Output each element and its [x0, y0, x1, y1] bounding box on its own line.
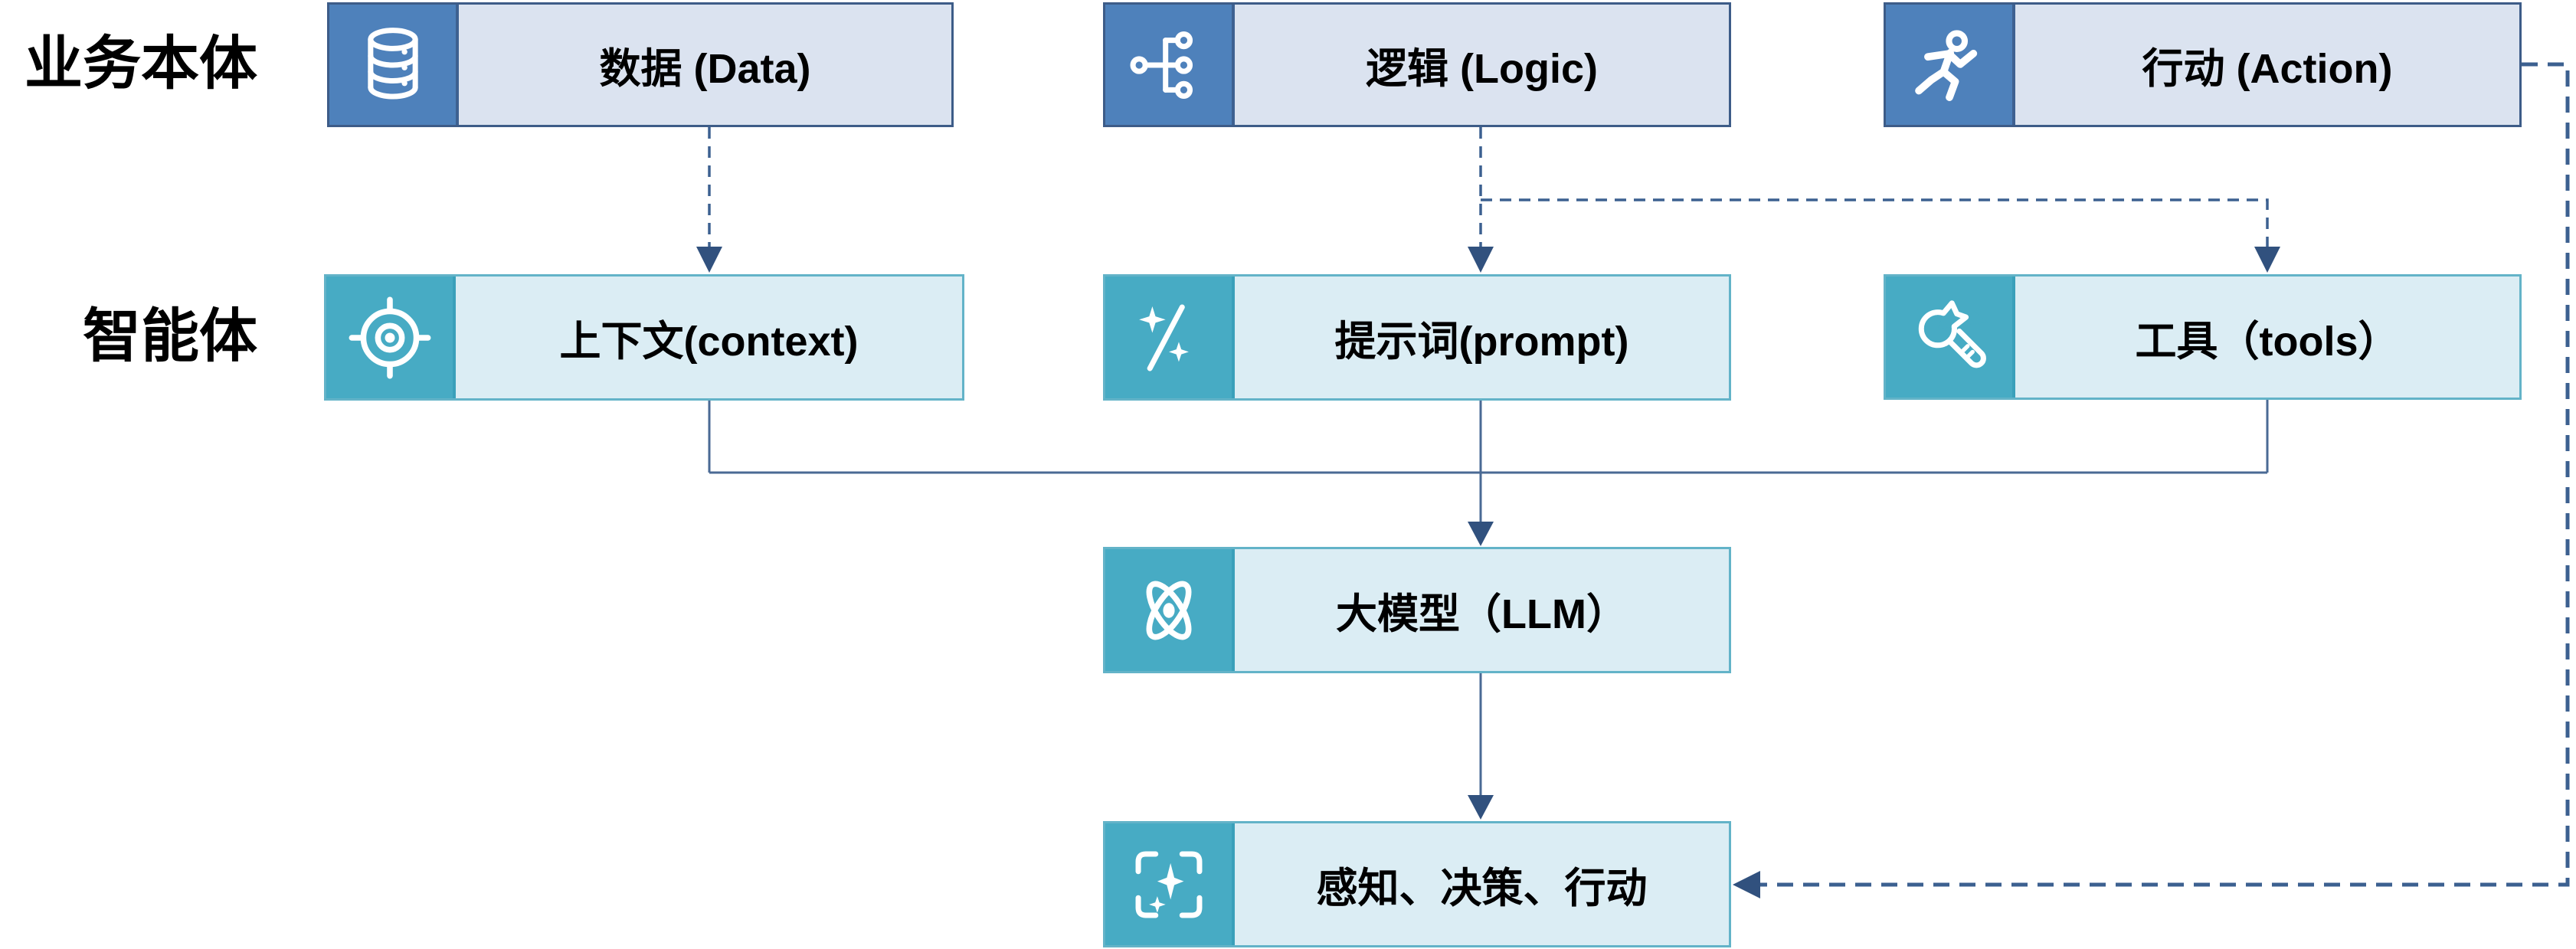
- box-prompt: 提示词(prompt): [1103, 274, 1731, 401]
- atom-icon: [1105, 549, 1235, 671]
- box-logic: 逻辑 (Logic): [1103, 2, 1731, 127]
- target-icon: [326, 277, 456, 398]
- logic-box-label: 逻辑 (Logic): [1366, 46, 1598, 92]
- wrench-icon: [1886, 277, 2015, 398]
- connector-data-to-context: [696, 127, 722, 273]
- connector-action-feedback-loop: [1733, 62, 2570, 898]
- box-outcome: 感知、决策、行动: [1103, 821, 1731, 947]
- sparkle-frame-icon: [1105, 823, 1235, 945]
- box-tools: 工具（tools）: [1884, 274, 2522, 400]
- box-data: 数据 (Data): [327, 2, 954, 127]
- agent-row-label: 智能体: [83, 304, 257, 369]
- connector-logic-to-tools: [1481, 198, 2280, 273]
- business-row-label: 业务本体: [25, 31, 257, 97]
- hierarchy-icon: [1105, 5, 1235, 125]
- action-box-label: 行动 (Action): [2142, 46, 2393, 92]
- connector-agent-bus: [708, 400, 2269, 474]
- database-icon: [329, 5, 459, 125]
- llm-box-label: 大模型（LLM）: [1336, 591, 1628, 637]
- runner-icon: [1886, 5, 2015, 125]
- context-box-label: 上下文(context): [559, 319, 859, 365]
- box-context: 上下文(context): [324, 274, 964, 401]
- data-box-label: 数据 (Data): [599, 46, 811, 92]
- prompt-box-label: 提示词(prompt): [1334, 319, 1629, 365]
- connector-logic-to-prompt: [1468, 127, 1494, 273]
- box-action: 行动 (Action): [1884, 2, 2522, 127]
- connector-llm-to-outcome: [1468, 673, 1494, 820]
- connector-prompt-to-llm: [1468, 401, 1494, 546]
- outcome-box-label: 感知、决策、行动: [1316, 866, 1648, 911]
- wand-sparkles-icon: [1105, 277, 1235, 398]
- tools-box-label: 工具（tools）: [2135, 318, 2400, 365]
- box-llm: 大模型（LLM）: [1103, 547, 1731, 673]
